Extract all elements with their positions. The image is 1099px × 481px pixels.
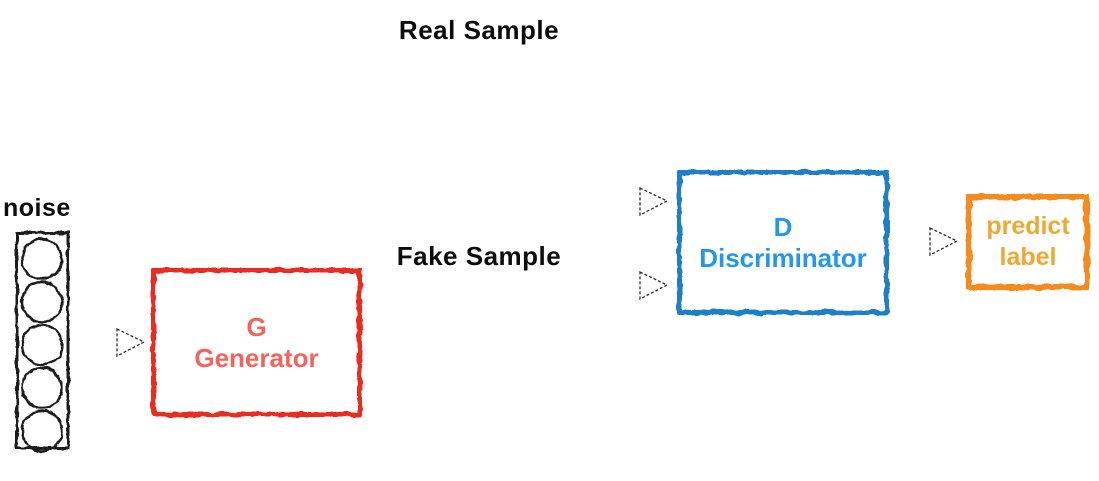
generator-name: Generator <box>194 342 319 373</box>
generator-node: G Generator <box>151 268 362 417</box>
arrow-noise-to-generator-icon <box>116 327 146 358</box>
noise-unit-circle <box>20 237 64 281</box>
generator-abbr: G <box>246 311 267 342</box>
noise-unit-circle <box>20 366 64 410</box>
predict-label-line2: label <box>999 243 1057 271</box>
arrow-fake-sample-to-discriminator-icon <box>639 270 669 301</box>
arrow-real-sample-to-discriminator-icon <box>639 186 669 217</box>
discriminator-node-label: D Discriminator <box>677 170 889 315</box>
noise-label: noise <box>3 194 71 222</box>
predict-label-node-label: predict label <box>966 194 1090 290</box>
noise-unit-circle <box>20 409 64 453</box>
generator-node-label: G Generator <box>151 268 362 417</box>
predict-label-node: predict label <box>966 194 1090 290</box>
predict-label-line1: predict <box>986 211 1070 240</box>
discriminator-abbr: D <box>773 211 793 242</box>
discriminator-node-border <box>677 170 889 315</box>
noise-vector <box>15 231 70 453</box>
noise-unit-circle <box>20 323 64 367</box>
fake-sample-label: Fake Sample <box>396 241 562 271</box>
arrow-discriminator-to-predict-icon <box>929 226 959 257</box>
predict-label-node-border <box>966 194 1090 290</box>
noise-unit-circle <box>20 280 64 324</box>
discriminator-node: D Discriminator <box>677 170 889 315</box>
generator-node-border <box>151 268 362 417</box>
noise-vector-frame <box>15 231 70 450</box>
discriminator-name: Discriminator <box>699 242 867 273</box>
real-sample-label: Real Sample <box>398 15 560 45</box>
